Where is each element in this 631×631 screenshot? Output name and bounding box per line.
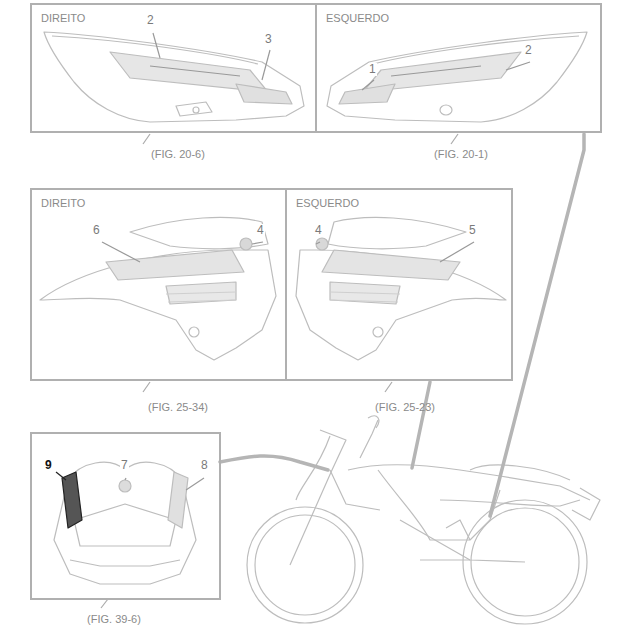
callout-number: 8 [200, 459, 209, 472]
side-heading: DIREITO [41, 12, 85, 24]
figure-reference: (FIG. 20-1) [434, 148, 488, 160]
figure-panel: ESQUERDO(FIG. 20-1) [315, 3, 602, 133]
figure-reference: (FIG. 25-23) [375, 401, 435, 413]
callout-number: 5 [468, 224, 477, 237]
callout-number: 4 [314, 224, 323, 237]
callout-number: 1 [368, 63, 377, 76]
figure-reference: (FIG. 20-6) [151, 148, 205, 160]
callout-number: 3 [264, 33, 273, 46]
side-heading: ESQUERDO [326, 12, 389, 24]
callout-number: 6 [92, 224, 101, 237]
callout-number: 7 [120, 459, 129, 472]
side-heading: ESQUERDO [296, 197, 359, 209]
figure-panel: (FIG. 39-6) [30, 432, 221, 600]
figure-panel: DIREITO(FIG. 25-34) [30, 188, 287, 381]
figure-panel: ESQUERDO(FIG. 25-23) [285, 188, 513, 381]
figure-reference: (FIG. 25-34) [148, 401, 208, 413]
callout-number: 2 [524, 44, 533, 57]
figure-panel: DIREITO(FIG. 20-6) [30, 3, 317, 133]
callout-number: 2 [146, 14, 155, 27]
callout-number: 4 [256, 224, 265, 237]
side-heading: DIREITO [41, 197, 85, 209]
callout-number: 9 [44, 459, 53, 472]
figure-reference: (FIG. 39-6) [87, 613, 141, 625]
